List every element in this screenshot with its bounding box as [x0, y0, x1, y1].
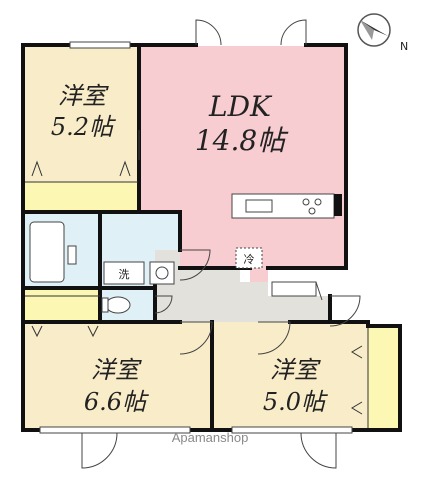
doors — [81, 19, 361, 469]
western-room-3-floor — [213, 322, 368, 428]
washer-label: 洗 — [119, 268, 130, 281]
stove-burner-1 — [302, 198, 310, 206]
closet-2 — [25, 288, 100, 322]
toilet-tank — [101, 297, 109, 313]
closet-1-door-right — [119, 160, 131, 177]
compass: N — [357, 13, 408, 53]
windows — [39, 41, 353, 434]
room3-size: 5.0帖 — [263, 388, 328, 416]
door-entrance — [329, 295, 361, 327]
door-bottom-left — [81, 432, 118, 469]
room3-name: 洋室 — [270, 356, 321, 384]
window-room1-top — [69, 41, 131, 49]
kitchen-counter — [231, 193, 335, 219]
shoe-cabinet — [271, 281, 317, 297]
watermark: Apamanshop — [172, 430, 249, 445]
shoe-cabinet-diag — [315, 281, 323, 301]
room2-closet-door-right — [87, 325, 99, 338]
room2-closet-door-left — [31, 325, 43, 338]
closet-1 — [25, 182, 138, 212]
kitchen — [231, 193, 342, 219]
fridge-label: 冷 — [244, 253, 255, 266]
room2-name: 洋室 — [91, 356, 142, 384]
stove-burner-3 — [308, 207, 316, 215]
closet-3 — [368, 328, 398, 428]
window-room3-bottom — [231, 426, 353, 434]
door-toilet — [154, 295, 173, 314]
window-room2-bottom — [39, 426, 191, 434]
hallway-floor — [155, 250, 330, 322]
bathtub — [29, 221, 65, 283]
ldk-name: LDK — [208, 90, 273, 123]
door-bottom-right — [300, 432, 337, 469]
room1-name: 洋室 — [58, 82, 109, 110]
western-room-1-floor — [25, 46, 138, 182]
western-room-2-floor — [25, 322, 211, 428]
door-room3 — [257, 321, 291, 355]
stove-burner-2 — [314, 198, 322, 206]
room2-size: 6.6帖 — [84, 388, 149, 416]
compass-north-label: N — [400, 40, 408, 53]
room1-size: 5.2帖 — [51, 113, 116, 141]
door-top-right — [280, 19, 307, 46]
room3-closet-door-bottom — [351, 401, 363, 415]
compass-needle-icon — [360, 20, 388, 36]
range-hood — [334, 194, 342, 216]
fridge-space — [235, 247, 263, 269]
bath-control — [67, 245, 77, 265]
door-room2 — [179, 321, 213, 355]
door-ldk-hall — [179, 249, 211, 281]
closet-1-door-left — [31, 160, 43, 177]
washer-box — [103, 261, 145, 285]
door-top-left — [195, 19, 222, 46]
washbasin-bowl — [155, 266, 169, 280]
toilet-bowl — [105, 296, 131, 314]
ldk-floor — [140, 46, 344, 282]
bath-fixtures — [29, 221, 175, 314]
room3-closet-door-top — [351, 345, 363, 359]
closet-details — [25, 160, 369, 428]
ldk-size: 14.8帖 — [195, 124, 289, 157]
kitchen-sink — [245, 199, 273, 213]
compass-needle-tail-icon — [360, 20, 374, 40]
